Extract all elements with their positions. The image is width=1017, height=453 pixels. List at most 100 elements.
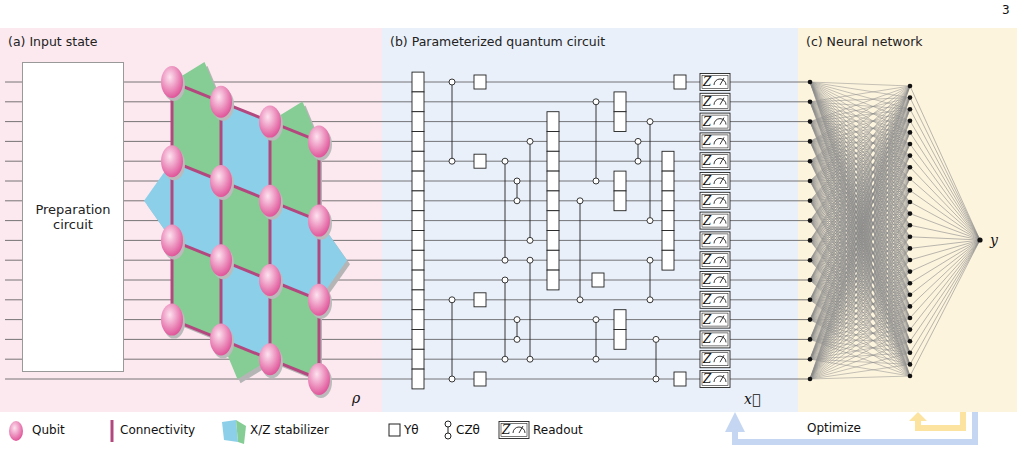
qubit [259,185,281,217]
qubit-wire [5,280,810,281]
qubit-wire [5,181,810,182]
nn-input [808,317,813,322]
meter-icon [714,296,726,303]
qubit-wire [5,359,810,360]
nn-input [808,80,813,85]
readout-label: Z [703,294,711,306]
nn-weight [810,121,910,340]
panel-heading: (c) Neural network [806,34,1017,49]
nn-input [808,199,813,204]
cz-control [502,257,508,263]
qubit [308,205,330,237]
symbol-label: x⃗ [744,392,760,406]
cz-control [635,158,641,164]
y-gate [474,75,486,89]
panel: (c) Neural network [798,28,1017,412]
nn-weight [810,121,910,359]
readout-label: Z [703,373,711,385]
nn-weight [810,144,910,339]
readout-box [700,252,730,269]
readout-label: Z [502,424,510,436]
y-gate [412,72,424,92]
y-gate [412,369,424,389]
y-gate [547,211,559,231]
nn-weight [810,167,910,359]
readout-box [700,291,730,308]
readout-label: Z [703,274,711,286]
nn-input [808,278,813,283]
nn-hidden [908,258,913,263]
edge-label: Optimize [805,422,863,434]
readout-box [499,422,529,439]
nn-input [808,258,813,263]
y-gate [547,270,559,290]
cz-control [449,158,455,164]
nn-input [808,377,813,382]
cz-control [527,257,533,263]
readout-label: Z [703,353,711,365]
nn-weight [910,121,980,240]
legend-text: X/Z stabilizer [250,424,329,436]
nn-weight [810,109,910,359]
panel-heading: (a) Input state [8,34,388,49]
nn-weight [810,214,910,379]
qubit-wire [5,240,810,241]
legend-stabilizer [236,420,246,444]
nn-weight [810,280,910,376]
y-gate [547,132,559,152]
qubit-wire [5,121,810,122]
nn-weight [810,272,910,340]
meter-icon [714,276,726,283]
legend-text: CZθ [456,424,480,436]
y-gate [614,92,626,112]
panel-heading: (b) Parameterized quantum circuit [390,34,804,49]
nn-hidden [908,107,913,112]
meter-icon [714,98,726,105]
legend-cz [445,433,451,439]
y-gate [474,154,486,168]
nn-input [808,179,813,184]
box-label: Preparation circuit [29,202,117,232]
nn-weight [810,179,910,320]
nn-weight [910,214,980,240]
readout-label: Z [703,333,711,345]
nn-weight [910,179,980,240]
meter-icon [513,426,525,433]
nn-weight [810,98,910,379]
nn-hidden [908,211,913,216]
nn-weight [910,225,980,240]
readout-inner [702,175,728,188]
nn-weight [810,86,910,379]
y-gate [614,310,626,330]
qubit-wire [5,141,810,142]
nn-weight [810,156,910,360]
nn-weight [910,240,980,248]
y-gate [412,211,424,231]
cz-gate [452,300,453,379]
meter-icon [714,137,726,144]
nn-input [808,298,813,303]
cz-gate [505,280,506,359]
nn-weight [810,179,910,359]
meter-icon [714,78,726,85]
y-gate [412,310,424,330]
nn-weight [810,132,910,339]
nn-weight [810,202,910,379]
y-gate [674,75,686,89]
panel: (a) Input statePreparation circuit [0,28,388,412]
y-gate [592,273,604,287]
cz-gate [650,260,651,300]
nn-weight [810,82,910,86]
readout-label: Z [703,135,711,147]
nn-weight [810,237,910,379]
nn-weight [910,98,980,240]
nn-weight [910,156,980,240]
readout-inner [702,194,728,207]
cz-control [502,277,508,283]
y-gate [662,171,674,191]
legend-y-gate [389,424,400,436]
meter-icon [714,355,726,362]
readout-box [700,74,730,91]
cz-control [577,297,583,303]
